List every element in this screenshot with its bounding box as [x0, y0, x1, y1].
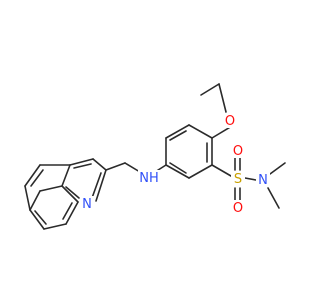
bond-benz-2 [188, 164, 213, 179]
bond-qb-3 [29, 209, 45, 230]
bond-qb-4 [43, 223, 67, 230]
ethoxy-o-label: O [225, 114, 235, 129]
atom-amide-n: N [256, 172, 270, 188]
atom-ethoxy-o: O [223, 113, 237, 129]
bond-nh-ch2 [124, 162, 141, 173]
bond-qb-double-3 [62, 202, 73, 220]
bond-qb-7 [24, 164, 41, 187]
bond-ethyl-ch2-o [218, 83, 227, 113]
molecule-structure-diagram: O S O O N NH N [24, 83, 286, 230]
bond-ring-s [211, 164, 232, 177]
atom-sulfonyl-o2: O [231, 200, 245, 216]
bond-q-double-3 [91, 172, 102, 199]
amine-nh-label: NH [139, 171, 159, 186]
bond-benz-5 [165, 124, 190, 139]
quinoline-n-label: N [82, 197, 92, 212]
bond-q-5 [95, 169, 107, 202]
bond-q-double-2 [65, 186, 80, 199]
sulfonyl-s-label: S [234, 172, 242, 187]
bond-q-3 [61, 164, 71, 187]
bond-benz-double-3 [169, 130, 187, 141]
bond-qb-double-1 [30, 169, 44, 187]
molecule-canvas: O S O O N NH N [24, 83, 286, 230]
bond-qb-double-2 [34, 210, 47, 225]
atom-sulfonyl-s: S [231, 171, 245, 187]
bond-s-n [244, 177, 257, 181]
sulfonyl-o2-label: O [233, 201, 243, 216]
bond-ch2-quinoline [105, 162, 126, 171]
bond-q-4 [61, 185, 79, 203]
sulfonyl-o1-label: O [233, 144, 243, 159]
bond-benz-6 [188, 124, 213, 139]
bond-n-me2 [267, 187, 280, 209]
atom-amine-nh: NH [138, 170, 160, 186]
bond-qb-1 [39, 185, 63, 192]
bond-ethyl-ch3-ch2 [200, 83, 220, 96]
bond-qb-5 [65, 201, 79, 225]
bond-benz-3 [165, 164, 190, 179]
bond-qb-2 [29, 190, 41, 211]
bond-benz-double-2 [169, 162, 187, 174]
atom-sulfonyl-o1: O [231, 143, 245, 159]
bond-qb-8 [24, 185, 31, 211]
bond-n-me1 [269, 162, 286, 175]
amide-n-label: N [258, 173, 268, 188]
atom-quinoline-n: N [80, 196, 94, 212]
bond-q-2 [69, 158, 94, 166]
bond-q-1 [92, 158, 107, 171]
bond-q-double-1 [73, 163, 92, 169]
